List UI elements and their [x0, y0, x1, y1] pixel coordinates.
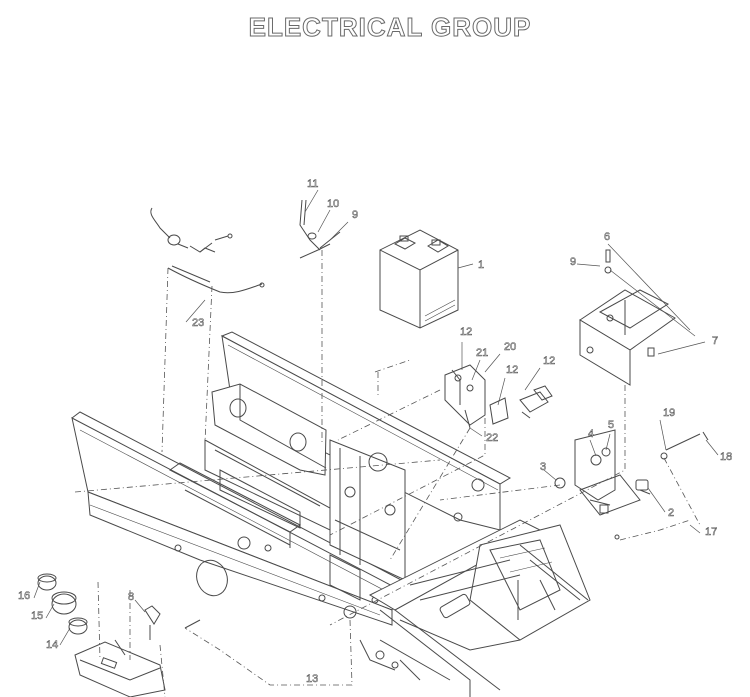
callout-2: 2 [668, 507, 674, 519]
callout-3: 3 [540, 461, 546, 473]
callout-11: 11 [307, 178, 318, 190]
callout-8: 8 [128, 591, 134, 603]
callout-9: 9 [352, 209, 358, 221]
page-title: ELECTRICAL GROUP [248, 12, 532, 43]
callout-17: 17 [705, 526, 717, 538]
callout-23: 23 [192, 317, 204, 329]
callout-20: 20 [504, 341, 516, 353]
switch-bracket [554, 429, 709, 540]
callout-10: 10 [327, 198, 339, 210]
assembly-lines [74, 250, 701, 697]
leader-lines [33, 189, 719, 646]
main-frame [71, 331, 591, 697]
callout-12: 12 [543, 355, 555, 367]
callout-5: 5 [608, 419, 614, 431]
callout-12: 12 [506, 364, 518, 376]
callout-19: 19 [663, 407, 675, 419]
callout-7: 7 [712, 335, 718, 347]
callout-labels: 1234567891011121212131415161718192021222… [18, 178, 733, 686]
callout-21: 21 [476, 347, 488, 359]
callout-9: 9 [570, 256, 576, 268]
battery [379, 229, 459, 329]
callout-22: 22 [486, 432, 498, 444]
callout-15: 15 [31, 610, 43, 622]
callout-6: 6 [604, 231, 610, 243]
callout-1: 1 [478, 259, 484, 271]
terminal-block [444, 364, 553, 429]
callout-4: 4 [588, 428, 594, 440]
battery-box [579, 249, 676, 386]
lower-left-bracket [37, 573, 201, 697]
callout-12: 12 [460, 326, 472, 338]
callout-16: 16 [18, 590, 30, 602]
callout-13: 13 [306, 673, 318, 685]
ground-cable [299, 199, 341, 259]
callout-14: 14 [46, 639, 58, 651]
battery-cable [150, 207, 265, 294]
callout-18: 18 [720, 451, 732, 463]
